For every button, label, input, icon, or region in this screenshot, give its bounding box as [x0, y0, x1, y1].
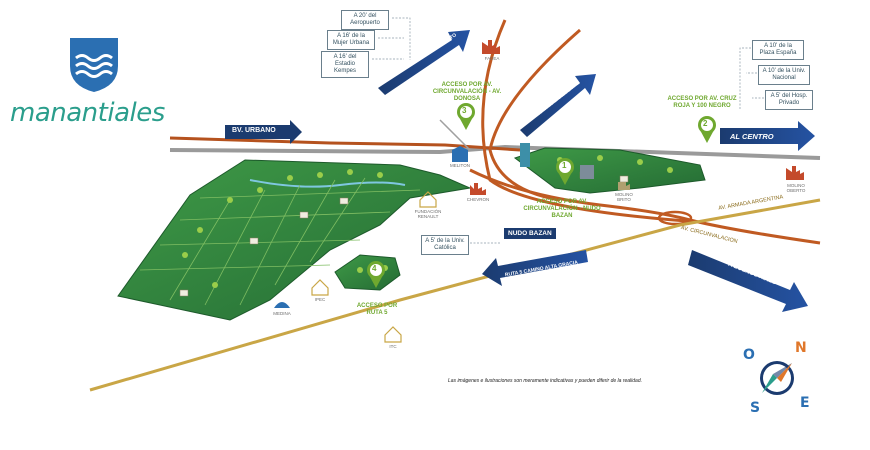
pin-4-number: 4 — [372, 264, 377, 273]
landmark-fadea: FADEA — [484, 56, 500, 61]
institution-icons — [311, 191, 437, 343]
road-bv-urbano — [169, 136, 521, 152]
factory-molino-icon — [786, 166, 804, 180]
pin-4-shape — [367, 261, 385, 288]
brand-name: manantiales — [10, 98, 165, 128]
access-label-1: ACCESO POR AV. CIRCUNVALACIÓN - NUDO BAZ… — [523, 199, 601, 219]
road-nudo-bazan-loop — [469, 168, 821, 245]
infobox-univ-nacional: A 10' de la Univ. Nacional — [758, 65, 810, 85]
compass-rose — [760, 361, 794, 395]
arrow-buenos-aires-shape — [688, 250, 808, 312]
tower-building-2 — [580, 165, 594, 179]
development-parcels — [117, 143, 706, 321]
parcel-river-strip — [249, 179, 406, 188]
compass-east: E — [800, 395, 810, 411]
infobox-mujer-urbana: A 16' de la Mujer Urbana — [327, 30, 375, 50]
factory-chevron-icon — [470, 183, 486, 195]
meliton-icon — [452, 146, 468, 162]
factory-fadea-icon — [482, 40, 500, 54]
factory-icons — [470, 40, 804, 195]
road-gray-highway — [169, 144, 821, 160]
roundabout — [657, 210, 693, 226]
pin-1-number: 1 — [562, 161, 567, 170]
landmark-molino: MOLINO OBERTO — [786, 183, 806, 193]
landmark-molino-brito: MOLINO BRITO — [615, 192, 633, 202]
arrow-label-al-centro: AL CENTRO — [730, 132, 774, 141]
arrow-ruta20-shape — [520, 74, 596, 137]
landmark-medina: MEDINA — [273, 311, 291, 316]
pin-3-shape — [457, 103, 475, 130]
pins — [367, 103, 716, 288]
itc-icon — [384, 326, 402, 343]
shield-icon — [70, 38, 118, 92]
infobox-univ-catolica: A 5' de la Univ. Católica — [421, 235, 469, 255]
compass-west: O — [743, 347, 755, 363]
renault-icon — [419, 191, 437, 208]
landmark-fundacion-renault: FUNDACIÓN RENAULT — [414, 209, 442, 219]
landmark-itc: ITC — [389, 344, 397, 349]
medina-icon — [274, 302, 290, 308]
infobox-ciudad-kempes: A 16' del Estadio Kempes — [321, 51, 369, 78]
factory-masgrande-icon — [618, 182, 630, 190]
brand-logo: manantiales — [10, 36, 180, 131]
compass-south: S — [750, 400, 761, 416]
landmark-meliton: MELITON — [450, 163, 470, 168]
arrow-bv-urbano-shape — [225, 120, 302, 144]
landmark-ipec: IPEC — [314, 297, 326, 302]
pin-1-shape — [556, 158, 574, 185]
access-label-4: ACCESO POR RUTA 5 — [356, 303, 398, 316]
road-gray-thin — [439, 119, 471, 151]
arrows — [225, 30, 815, 312]
infobox-aeropuerto: A 20' del Aeropuerto — [341, 10, 389, 30]
roads — [89, 19, 821, 392]
arrow-zona-norte-shape — [378, 30, 470, 95]
main-parcel — [117, 159, 472, 321]
landmark-chevron: CHEVRON — [466, 197, 490, 202]
access-label-2: ACCESO POR AV. CRUZ ROJA Y 100 NEGRO — [667, 96, 737, 109]
infobox-plaza-espana: A 10' de la Plaza España — [752, 40, 804, 60]
tower-building — [520, 143, 530, 167]
ipec-icon — [311, 279, 329, 296]
infobox-hosp-privado: A 5' del Hosp. Privado — [765, 90, 813, 110]
disclaimer-text: Las imágenes e ilustraciones son meramen… — [448, 378, 642, 384]
pin-2-number: 2 — [703, 119, 708, 128]
arrow-al-centro-shape — [720, 121, 815, 151]
compass-north: N — [795, 340, 807, 356]
pin-2-shape — [698, 116, 716, 143]
arrow-ruta5-shape — [482, 250, 588, 286]
access-label-3: ACCESO POR AV. CIRCUNVALACIÓN - AV. DONO… — [432, 82, 502, 102]
parcel-grid — [139, 177, 421, 306]
pin-3-number: 3 — [462, 106, 467, 115]
arrow-label-nudo-bazan: NUDO BAZAN — [504, 228, 556, 239]
arrow-label-bv-urbano: BV. URBANO — [232, 127, 276, 134]
